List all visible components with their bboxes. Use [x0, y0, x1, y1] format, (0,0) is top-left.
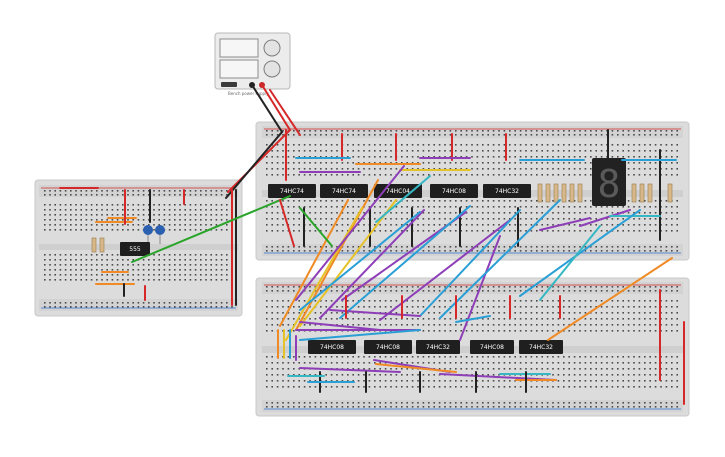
blue-jumper-wire[interactable]	[339, 205, 471, 319]
green-jumper-wire[interactable]	[299, 207, 333, 247]
current-knob-icon[interactable]	[263, 60, 281, 78]
capacitor-2[interactable]	[155, 225, 165, 244]
chip-lower-1-label: 74HC08	[320, 344, 344, 351]
wire-layer	[59, 84, 685, 405]
yellow-jumper-wire[interactable]	[299, 199, 397, 327]
purple-jumper-wire[interactable]	[579, 209, 631, 227]
green-jumper-wire[interactable]	[131, 195, 291, 263]
resistor-timer-2[interactable]	[99, 237, 105, 253]
chip-lower-2-label: 74HC08	[376, 344, 400, 351]
chip-upper-1[interactable]: 74HC74	[268, 184, 316, 198]
psu-voltage-display	[219, 38, 259, 58]
orange-jumper-wire[interactable]	[279, 199, 349, 327]
chip-lower-5[interactable]: 74HC32	[519, 340, 563, 354]
psu-switch[interactable]	[221, 82, 237, 87]
orange-jumper-wire[interactable]	[547, 257, 673, 341]
orange-jumper-wire[interactable]	[375, 363, 457, 373]
chip-555-label: 555	[129, 246, 141, 253]
chip-555[interactable]: 555	[120, 242, 150, 256]
chip-upper-4[interactable]: 74HC08	[430, 184, 478, 198]
psu-label: Bench power supply	[228, 91, 269, 96]
chip-upper-1-label: 74HC74	[280, 188, 304, 195]
blue-jumper-wire[interactable]	[419, 209, 521, 317]
purple-jumper-wire[interactable]	[539, 217, 591, 231]
chip-upper-5[interactable]: 74HC32	[483, 184, 531, 198]
seven-segment-digit: 8	[598, 162, 621, 206]
voltage-knob-icon[interactable]	[263, 39, 281, 57]
chip-upper-2-label: 74HC74	[332, 188, 356, 195]
chip-lower-5-label: 74HC32	[529, 344, 553, 351]
blue-jumper-wire[interactable]	[299, 329, 421, 341]
purple-jumper-wire[interactable]	[295, 165, 405, 301]
chip-lower-3[interactable]: 74HC32	[416, 340, 460, 354]
blue-jumper-wire[interactable]	[455, 315, 491, 323]
chip-lower-2[interactable]: 74HC08	[364, 340, 412, 354]
purple-jumper-wire[interactable]	[299, 321, 381, 331]
chip-lower-4[interactable]: 74HC08	[470, 340, 514, 354]
teal-jumper-wire[interactable]	[375, 175, 431, 223]
blue-jumper-wire[interactable]	[519, 209, 641, 297]
chip-lower-1[interactable]: 74HC08	[308, 340, 356, 354]
orange-jumper-wire[interactable]	[295, 179, 379, 331]
red-jumper-wire[interactable]	[269, 89, 301, 136]
purple-jumper-wire[interactable]	[459, 235, 501, 341]
chip-upper-2[interactable]: 74HC74	[320, 184, 368, 198]
purple-jumper-wire[interactable]	[299, 367, 401, 373]
resistor-bank-upper[interactable]	[537, 183, 673, 203]
chip-upper-4-label: 74HC08	[442, 188, 466, 195]
psu-current-display	[219, 59, 259, 79]
resistor-timer-1[interactable]	[91, 237, 97, 253]
blue-jumper-wire[interactable]	[439, 199, 561, 319]
purple-jumper-wire[interactable]	[319, 209, 425, 319]
chip-lower-3-label: 74HC32	[426, 344, 450, 351]
red-jumper-wire[interactable]	[279, 199, 295, 247]
chip-lower-4-label: 74HC08	[480, 344, 504, 351]
power-supply[interactable]: Bench power supply	[214, 32, 291, 96]
seven-segment-display[interactable]: 8	[592, 158, 626, 206]
yellow-jumper-wire[interactable]	[285, 207, 363, 341]
chip-upper-3-label: 74HC04	[386, 188, 410, 195]
chip-upper-3[interactable]: 74HC04	[374, 184, 422, 198]
chip-upper-5-label: 74HC32	[495, 188, 519, 195]
blue-jumper-wire[interactable]	[299, 211, 421, 311]
black-jumper-wire[interactable]	[225, 84, 284, 199]
teal-jumper-wire[interactable]	[539, 225, 601, 301]
